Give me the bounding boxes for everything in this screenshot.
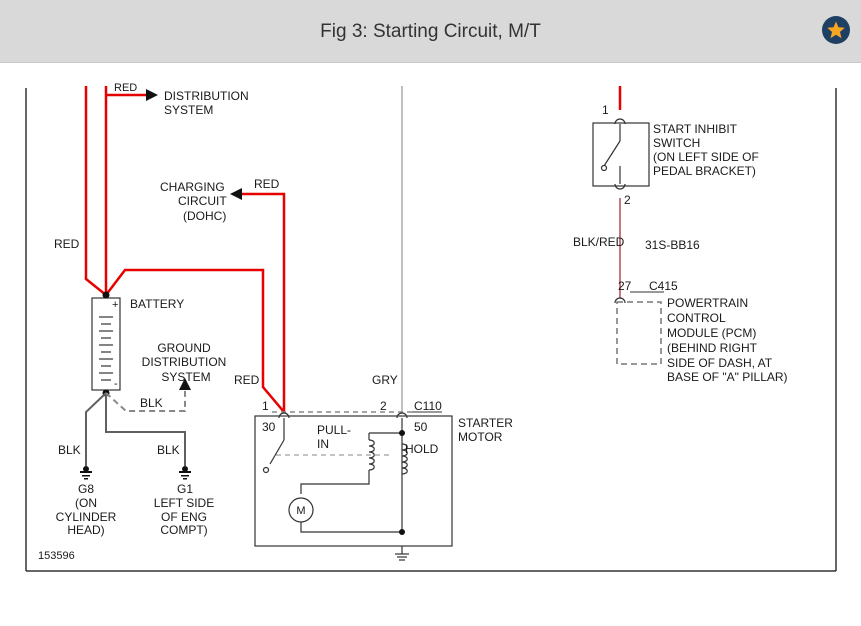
ground-distribution-label-3: SYSTEM [161, 370, 210, 384]
motor-label: M [296, 505, 305, 517]
ground-symbol-g8 [80, 466, 92, 480]
inhibit-label-2: SWITCH [653, 136, 700, 150]
inhibit-pin2-label: 2 [624, 193, 631, 207]
term50-label: 50 [414, 420, 428, 434]
ground-symbol-g1 [179, 466, 191, 480]
wires-ground [85, 392, 186, 466]
distribution-wire-label: RED [114, 82, 137, 94]
circuit-label: 31S-BB16 [645, 238, 700, 252]
distribution-label-2: SYSTEM [164, 103, 213, 117]
pcm-label-4: (BEHIND RIGHT [667, 341, 758, 355]
starter-pin2-wire-label: GRY [372, 373, 398, 387]
page-title: Fig 3: Starting Circuit, M/T [320, 21, 541, 42]
favorite-button[interactable] [822, 16, 850, 44]
battery-symbol [91, 291, 121, 397]
g1-label-3: OF ENG [161, 510, 207, 524]
charging-label-3: (DOHC) [183, 209, 226, 223]
ground-distribution-label-1: GROUND [157, 341, 211, 355]
pcm-label-5: SIDE OF DASH, AT [667, 356, 773, 370]
pcm-pin-label: 27 [618, 279, 632, 293]
wires-red [84, 86, 622, 413]
c415-label: C415 [649, 279, 678, 293]
g8-label-1: G8 [78, 482, 94, 496]
pcm-label-2: CONTROL [667, 311, 726, 325]
pull-in-label-1: PULL- [317, 423, 351, 437]
figure-number: 153596 [38, 550, 75, 562]
charging-label-2: CIRCUIT [178, 194, 227, 208]
starting-circuit-diagram: + - [25, 82, 837, 572]
ground-symbol-starter [395, 546, 409, 561]
g8-label-3: CYLINDER [56, 510, 117, 524]
inhibit-label-1: START INHIBIT [653, 122, 738, 136]
star-icon [827, 21, 845, 39]
battery-minus: - [114, 378, 118, 390]
g1-label-4: COMPT) [160, 523, 207, 537]
inhibit-label-3: (ON LEFT SIDE OF [653, 150, 759, 164]
ground-distribution-wire-label: BLK [140, 396, 163, 410]
starter-label-2: MOTOR [458, 430, 503, 444]
ground-distribution-arrow [179, 378, 191, 390]
battery-wire-label: RED [54, 237, 80, 251]
start-inhibit-switch-symbol [592, 118, 650, 190]
pcm-symbol [614, 297, 662, 365]
c110-label: C110 [414, 399, 442, 413]
g1-label-1: G1 [177, 482, 193, 496]
battery-plus: + [112, 299, 118, 311]
starter-motor-symbol [254, 412, 453, 547]
charging-arrow [230, 188, 242, 200]
blk-red-wire-label: BLK/RED [573, 235, 625, 249]
inhibit-pin1-label: 1 [602, 103, 609, 117]
charging-label-1: CHARGING [160, 180, 225, 194]
diagram-frame [25, 88, 837, 572]
battery-label: BATTERY [130, 297, 184, 311]
pcm-label-1: POWERTRAIN [667, 296, 748, 310]
g8-label-2: (ON [75, 496, 97, 510]
g8-wire-label: BLK [58, 443, 81, 457]
pcm-label-3: MODULE (PCM) [667, 326, 756, 340]
hold-label: HOLD [405, 442, 439, 456]
starter-label-1: STARTER [458, 416, 513, 430]
starter-pin1-wire-label: RED [234, 373, 260, 387]
charging-wire-label: RED [254, 177, 280, 191]
starter-pin1-label: 1 [262, 399, 269, 413]
title-bar: Fig 3: Starting Circuit, M/T [0, 0, 861, 63]
starter-pin2-label: 2 [380, 399, 387, 413]
term30-label: 30 [262, 420, 276, 434]
pull-in-label-2: IN [317, 437, 329, 451]
distribution-arrow [146, 89, 158, 101]
g1-wire-label: BLK [157, 443, 180, 457]
g1-label-2: LEFT SIDE [154, 496, 214, 510]
pcm-label-6: BASE OF "A" PILLAR) [667, 370, 788, 384]
wire-ground-distribution [105, 388, 186, 412]
distribution-label-1: DISTRIBUTION [164, 89, 249, 103]
g8-label-4: HEAD) [67, 523, 104, 537]
inhibit-label-4: PEDAL BRACKET) [653, 164, 756, 178]
ground-distribution-label-2: DISTRIBUTION [142, 355, 227, 369]
